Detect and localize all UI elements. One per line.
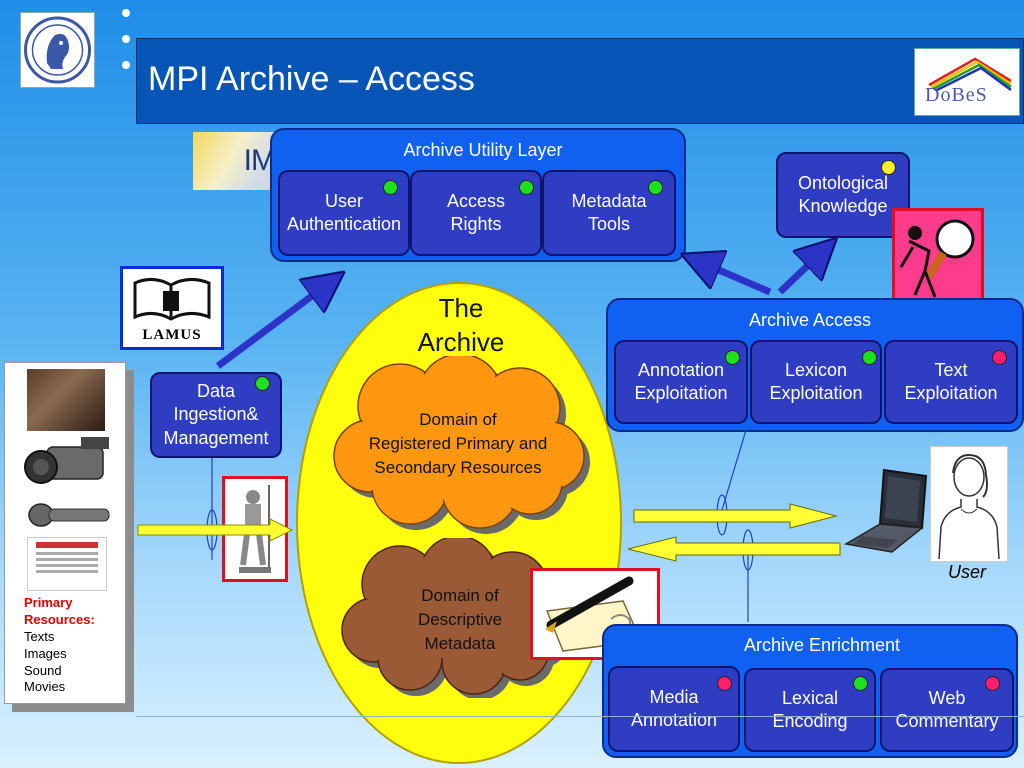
box-label: Text: [934, 359, 968, 380]
box-label: Commentary: [895, 711, 999, 731]
box-label: Data: [196, 380, 235, 401]
arrow-ingestion-to-utility: [215, 284, 328, 369]
primary-resources-panel: Primary Resources: Texts Images Sound Mo…: [4, 362, 126, 704]
box-label: Authentication: [286, 214, 402, 234]
webpage-thumbnail: [27, 537, 107, 591]
archive-enrichment-title: Archive Enrichment: [743, 635, 901, 655]
arrow-access-to-ontology: [777, 252, 822, 295]
resource-item: Texts: [24, 628, 55, 644]
lamus-logo: LAMUS: [120, 266, 224, 350]
resource-item: Movies: [24, 679, 66, 695]
cloud-label-line: Secondary Resources: [374, 457, 542, 477]
box-label: Annotation: [630, 710, 718, 730]
box-label: Management: [163, 427, 269, 448]
status-led-green: [255, 376, 270, 391]
arrow-access-to-utility: [700, 262, 772, 296]
box-label: User: [324, 190, 363, 211]
status-led-green: [725, 350, 740, 365]
camcorder-icon: [24, 437, 109, 484]
primary-resources-title: Primary: [24, 595, 73, 610]
flow-arrow-to-user: [633, 503, 838, 529]
box-label: Exploitation: [634, 383, 728, 403]
user-label: User: [948, 562, 987, 582]
archive-access-title: Archive Access: [748, 310, 872, 330]
status-led-green: [519, 180, 534, 195]
laptop-icon: [843, 468, 928, 553]
box-label: Ontological: [797, 172, 889, 193]
box-label: Knowledge: [798, 196, 888, 216]
cloud-label-line: Domain of: [421, 586, 499, 605]
dobes-logo-text: DoBeS: [925, 84, 988, 106]
status-led-green: [383, 180, 398, 195]
title-bar: [136, 38, 1024, 124]
registered-resources-cloud: [333, 356, 590, 534]
magnifier-search-picture: [892, 208, 984, 306]
status-led-red: [985, 676, 1000, 691]
microphone-icon: [28, 503, 110, 527]
box-label: Exploitation: [769, 383, 863, 403]
box-label: Rights: [450, 214, 502, 234]
status-led-green: [648, 180, 663, 195]
bullet-dot: [122, 61, 130, 69]
resource-item: Images: [24, 645, 67, 661]
status-led-green: [862, 350, 877, 365]
box-label: Access: [446, 190, 506, 211]
descriptive-metadata-label: Domain of Descriptive Metadata: [380, 584, 540, 655]
mpi-seal-logo: [20, 12, 95, 88]
archive-title-line: The: [438, 293, 484, 323]
box-label: Lexicon: [784, 359, 848, 380]
dobes-logo: DoBeS: [914, 48, 1020, 116]
box-label: Metadata: [571, 190, 647, 211]
footer-line: [136, 716, 1024, 717]
box-label: Ingestion&: [173, 404, 259, 425]
status-led-red: [992, 350, 1007, 365]
bullet-dot: [122, 9, 130, 17]
box-label: Exploitation: [904, 383, 998, 403]
flow-arrow-from-user: [627, 536, 841, 562]
lamus-logo-text: LAMUS: [142, 327, 202, 343]
page-title: MPI Archive – Access: [148, 60, 475, 98]
utility-layer-title: Archive Utility Layer: [403, 140, 563, 160]
cloud-label-line: Domain of: [419, 410, 497, 429]
status-led-red: [717, 676, 732, 691]
cloud-label-line: Descriptive: [417, 609, 503, 629]
box-label: Encoding: [772, 711, 848, 731]
box-label: Annotation: [637, 359, 725, 380]
bullet-dot: [122, 35, 130, 43]
cloud-label-line: Registered Primary and: [368, 433, 548, 453]
people-photo: [27, 369, 105, 431]
box-label: Media: [649, 686, 699, 707]
archive-title-line: Archive: [417, 326, 505, 357]
knight-guardian-picture: [222, 476, 288, 582]
status-led-yellow: [881, 160, 896, 175]
archive-title: The Archive: [396, 292, 526, 360]
resource-item: Sound: [24, 662, 62, 678]
user-portrait: [930, 446, 1008, 562]
box-label: Tools: [587, 214, 631, 234]
primary-resources-title: Resources:: [24, 611, 95, 627]
cloud-label-line: Metadata: [424, 633, 496, 653]
box-label: Web: [928, 687, 966, 708]
registered-resources-label: Domain of Registered Primary and Seconda…: [334, 408, 582, 479]
box-label: Lexical: [781, 687, 839, 708]
status-led-green: [853, 676, 868, 691]
